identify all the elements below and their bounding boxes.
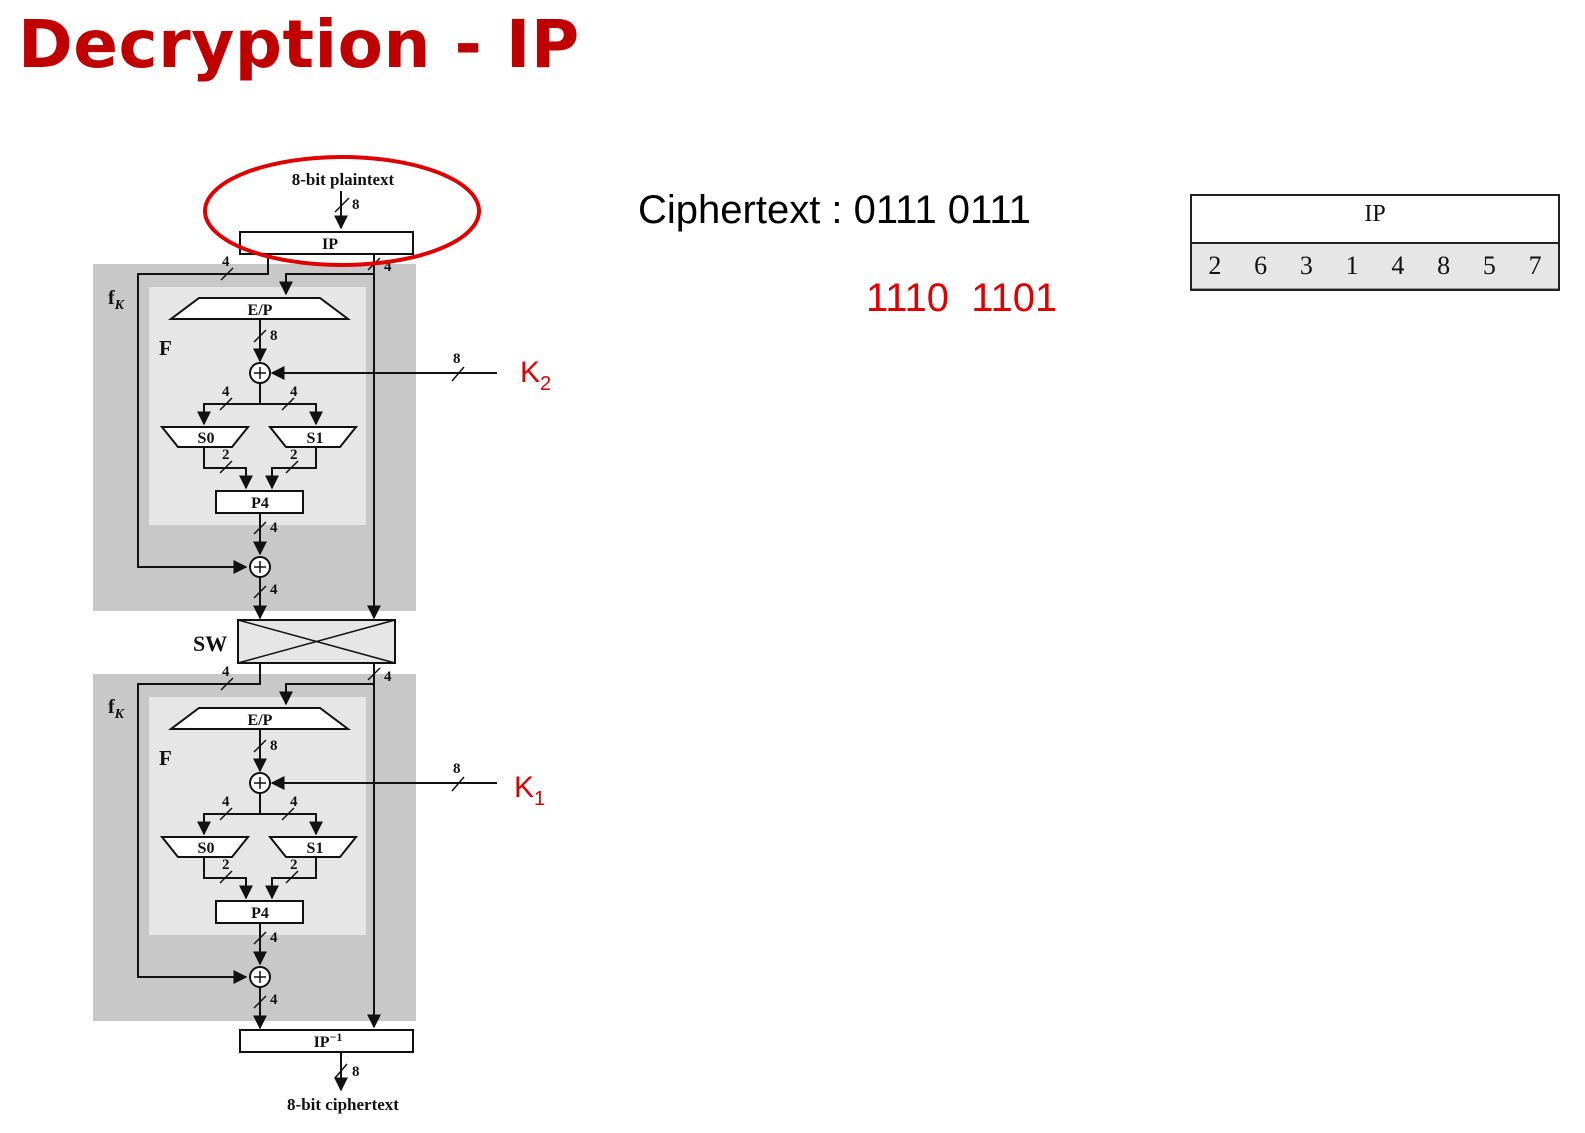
width-label: 8 xyxy=(352,1064,360,1080)
width-label: 4 xyxy=(270,582,278,598)
s1-box xyxy=(267,426,359,448)
width-label: 4 xyxy=(384,259,392,275)
width-label: 8 xyxy=(352,197,360,213)
width-label: 4 xyxy=(270,520,278,536)
f-label: F xyxy=(159,336,172,360)
p4-label: P4 xyxy=(251,495,269,512)
sdes-decryption-diagram: 8-bit plaintext 8 IP 4 4 fK F E/P 8 8 K2… xyxy=(93,155,551,1114)
fk-label: fK xyxy=(108,696,126,722)
width-label: 4 xyxy=(222,254,230,270)
ciphertext-output-label: 8-bit ciphertext xyxy=(287,1095,399,1114)
width-label: 4 xyxy=(222,794,230,810)
ip-table-cell: 1 xyxy=(1345,251,1359,280)
fk-label: fK xyxy=(108,287,126,313)
s0-label: S0 xyxy=(198,840,215,857)
s0-box xyxy=(159,426,251,448)
width-label: 2 xyxy=(222,447,230,463)
sw-label: SW xyxy=(193,631,227,656)
ip-table-cell: 3 xyxy=(1299,251,1313,280)
p4-label: P4 xyxy=(251,905,269,922)
s1-box xyxy=(267,836,359,858)
width-label: 4 xyxy=(384,669,392,685)
plaintext-label: 8-bit plaintext xyxy=(292,170,395,189)
ip-table: IP 2 6 3 1 4 8 5 7 xyxy=(1190,194,1560,291)
f-label: F xyxy=(159,746,172,770)
ip-table-cell: 8 xyxy=(1437,251,1451,280)
width-label: 8 xyxy=(270,738,278,754)
s1-label: S1 xyxy=(307,840,324,857)
ip-table-cell: 4 xyxy=(1391,251,1405,280)
ip-box-label: IP xyxy=(322,236,338,253)
ip-inverse-box xyxy=(239,1029,414,1053)
width-label: 8 xyxy=(270,328,278,344)
width-label: 4 xyxy=(270,930,278,946)
width-label: 8 xyxy=(453,761,461,777)
round-2-f-background xyxy=(149,697,366,935)
width-label: 4 xyxy=(290,794,298,810)
width-label: 8 xyxy=(453,351,461,367)
ip-result: 1110 1101 xyxy=(866,276,1058,320)
width-label: 2 xyxy=(290,857,298,873)
width-label: 2 xyxy=(290,447,298,463)
ep-box xyxy=(168,297,351,320)
highlight-ellipse xyxy=(203,155,481,267)
ep-label: E/P xyxy=(248,712,273,729)
ip-table-cell: 2 xyxy=(1208,251,1222,280)
ciphertext-label: Ciphertext : 0111 0111 xyxy=(638,188,1031,232)
width-label: 2 xyxy=(222,857,230,873)
width-label: 4 xyxy=(222,384,230,400)
key-k1-label: K1 xyxy=(514,771,545,810)
ip-table-cell: 6 xyxy=(1254,251,1268,280)
ip-box xyxy=(239,231,414,255)
s0-box xyxy=(159,836,251,858)
ip-table-row: 2 6 3 1 4 8 5 7 xyxy=(1192,244,1558,289)
round-1-f-background xyxy=(149,287,366,525)
ep-box xyxy=(168,707,351,730)
key-k2-label: K2 xyxy=(520,356,551,395)
ip-table-cell: 7 xyxy=(1528,251,1542,280)
s1-label: S1 xyxy=(307,430,324,447)
ep-label: E/P xyxy=(248,302,273,319)
width-label: 4 xyxy=(222,664,230,680)
ip-table-cell: 5 xyxy=(1482,251,1496,280)
slide-title: Decryption - IP xyxy=(18,6,580,83)
ip-inverse-label: IP−1 xyxy=(314,1030,343,1051)
width-label: 4 xyxy=(270,992,278,1008)
s0-label: S0 xyxy=(198,430,215,447)
width-label: 4 xyxy=(290,384,298,400)
ip-table-header: IP xyxy=(1192,196,1558,244)
